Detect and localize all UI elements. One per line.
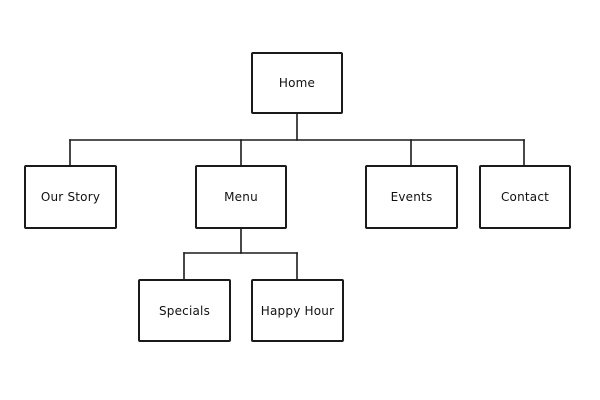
node-our-story-label: Our Story xyxy=(40,190,101,204)
node-events-label: Events xyxy=(390,190,433,204)
node-home[interactable]: Home xyxy=(251,52,343,114)
node-home-label: Home xyxy=(278,76,316,90)
node-menu-label: Menu xyxy=(224,190,258,204)
node-specials-label: Specials xyxy=(158,303,211,318)
node-our-story[interactable]: Our Story xyxy=(24,165,117,229)
node-happy-hour-label: Happy Hour xyxy=(260,303,335,318)
node-happy-hour[interactable]: Happy Hour xyxy=(251,279,344,342)
node-events[interactable]: Events xyxy=(365,165,458,229)
node-menu[interactable]: Menu xyxy=(195,165,287,229)
node-contact-label: Contact xyxy=(500,190,550,204)
node-specials[interactable]: Specials xyxy=(138,279,231,342)
node-contact[interactable]: Contact xyxy=(479,165,571,229)
